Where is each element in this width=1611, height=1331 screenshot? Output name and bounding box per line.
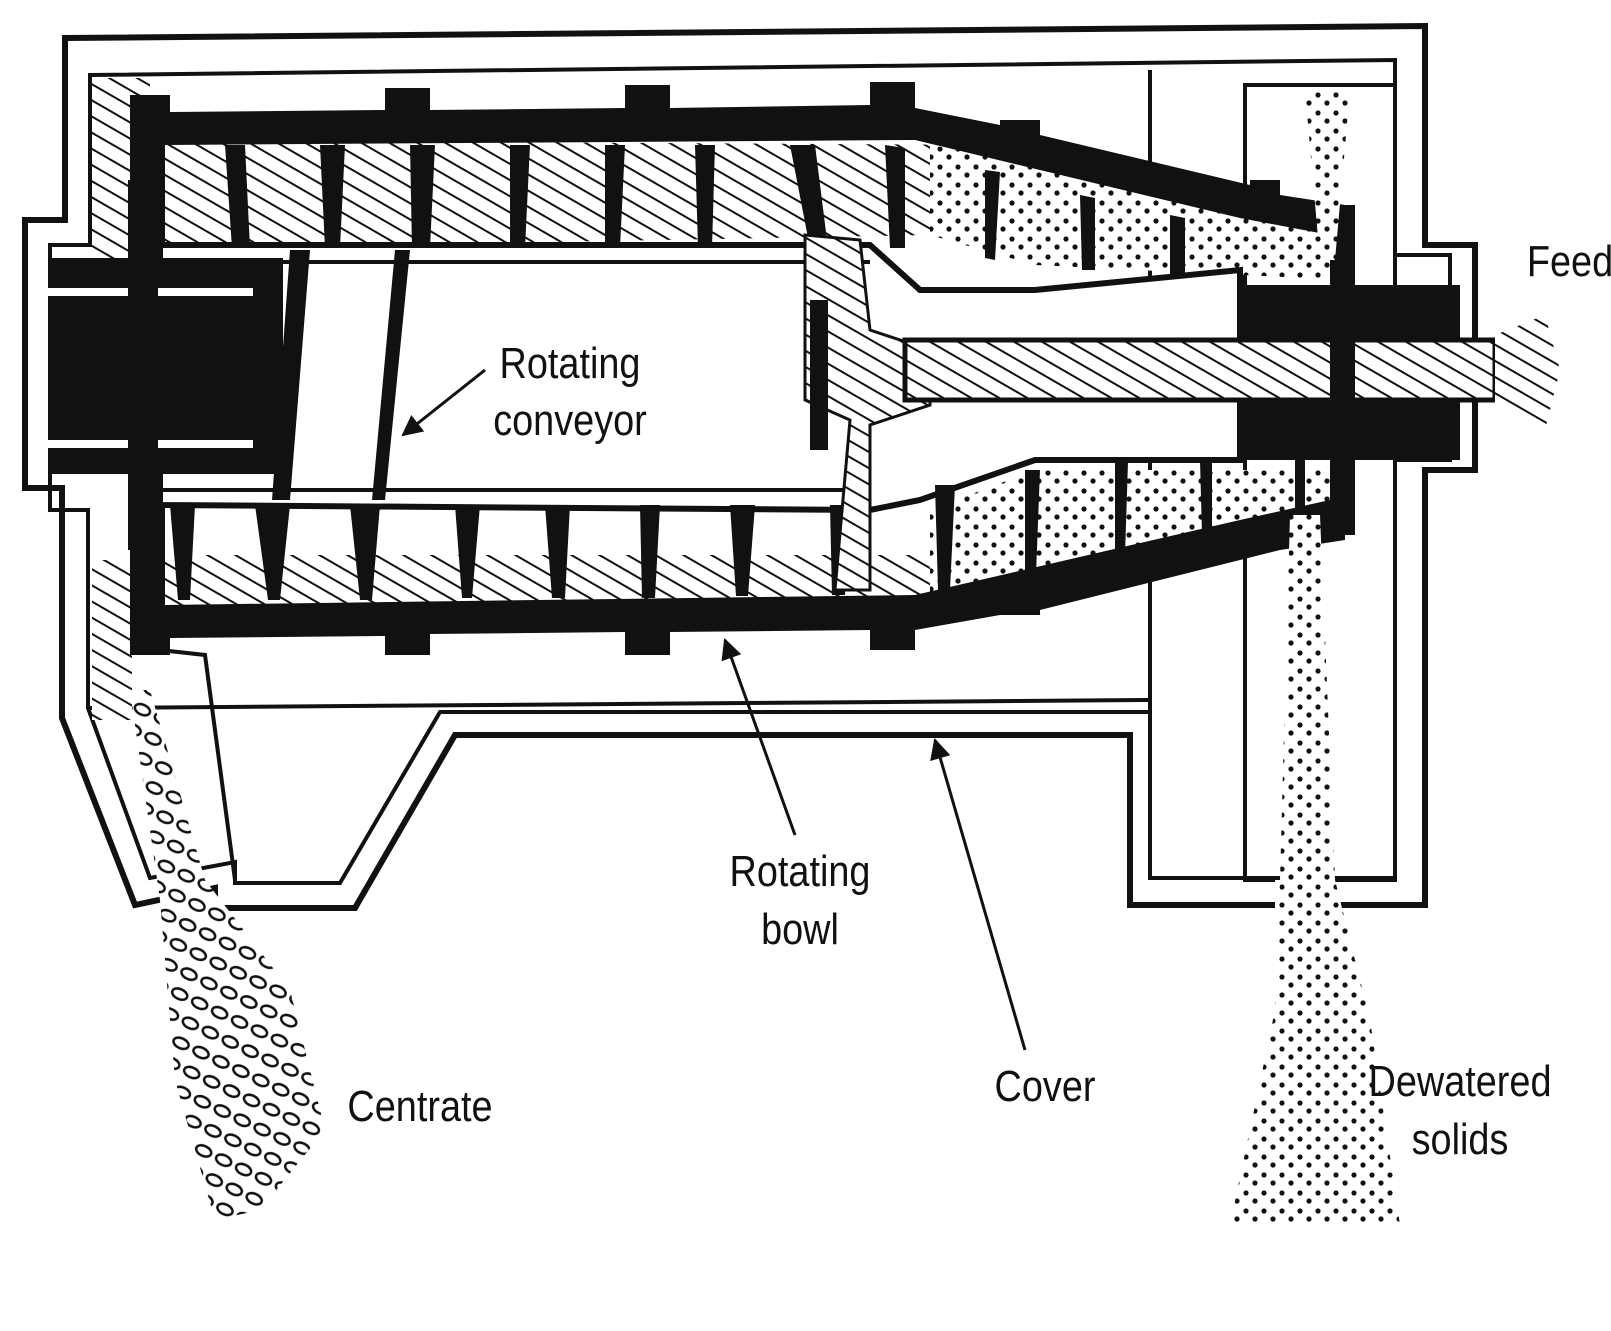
centrate-outlet <box>159 648 237 881</box>
solids-stream-upper <box>1305 90 1350 260</box>
label-rotating-conveyor-line2: conveyor <box>493 396 647 445</box>
arrow-rotating-bowl <box>721 638 797 836</box>
label-dewatered-solids-line2: solids <box>1411 1115 1509 1164</box>
cover-divider <box>87 698 1151 710</box>
label-centrate: Centrate <box>347 1082 493 1131</box>
feed-stream <box>1495 315 1560 430</box>
liquid-pond-left-bottom <box>92 560 132 720</box>
conveyor-hub <box>157 242 1243 514</box>
label-dewatered-solids-line1: Dewatered <box>1368 1057 1552 1106</box>
arrow-cover <box>930 737 1027 1051</box>
drive-flange-left <box>128 180 158 550</box>
label-rotating-conveyor-line1: Rotating <box>499 339 641 388</box>
deflector-plate <box>810 300 828 450</box>
label-rotating-bowl-line2: bowl <box>761 905 839 954</box>
conveyor-flights-top <box>225 145 1185 275</box>
label-feed: Feed <box>1526 237 1611 286</box>
conveyor-flights-bottom <box>170 460 1305 600</box>
cover-outer <box>22 22 1478 911</box>
arrow-rotating-conveyor <box>401 368 486 437</box>
centrate-stream <box>130 690 325 1220</box>
solids-in-cone-top <box>930 145 1345 280</box>
feed-deflector <box>803 233 932 592</box>
liquid-pond-left <box>92 78 132 258</box>
solids-stream-lower <box>1230 515 1400 1225</box>
bowl-wall-top <box>130 82 1345 285</box>
feed-pipe <box>902 337 1498 403</box>
bowl-wall-bottom <box>130 460 1345 655</box>
conveyor-helix-right <box>372 250 410 500</box>
label-cover: Cover <box>994 1062 1096 1111</box>
label-rotating-bowl-line1: Rotating <box>729 847 871 896</box>
